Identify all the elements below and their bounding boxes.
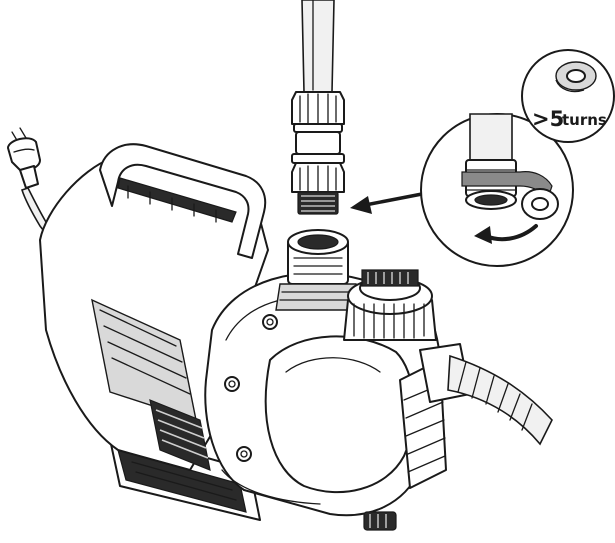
tape-roll-icon	[521, 188, 559, 220]
turns-badge: >5 turns	[521, 49, 615, 143]
tape-roll-small-icon	[555, 61, 597, 93]
pump-inlet-port	[275, 229, 363, 311]
hose-connector	[291, 91, 345, 215]
rotation-arrow-icon	[474, 224, 538, 244]
suction-hose	[301, 0, 335, 93]
vent-grille	[149, 399, 211, 471]
thread-tape-callout	[420, 113, 574, 267]
discharge-hose	[419, 343, 553, 446]
turns-label-prefix: >5	[532, 107, 564, 131]
priming-cap	[343, 269, 437, 341]
turns-label-suffix: turns	[562, 111, 607, 129]
direction-arrow	[350, 192, 423, 214]
pump-body	[39, 143, 447, 531]
